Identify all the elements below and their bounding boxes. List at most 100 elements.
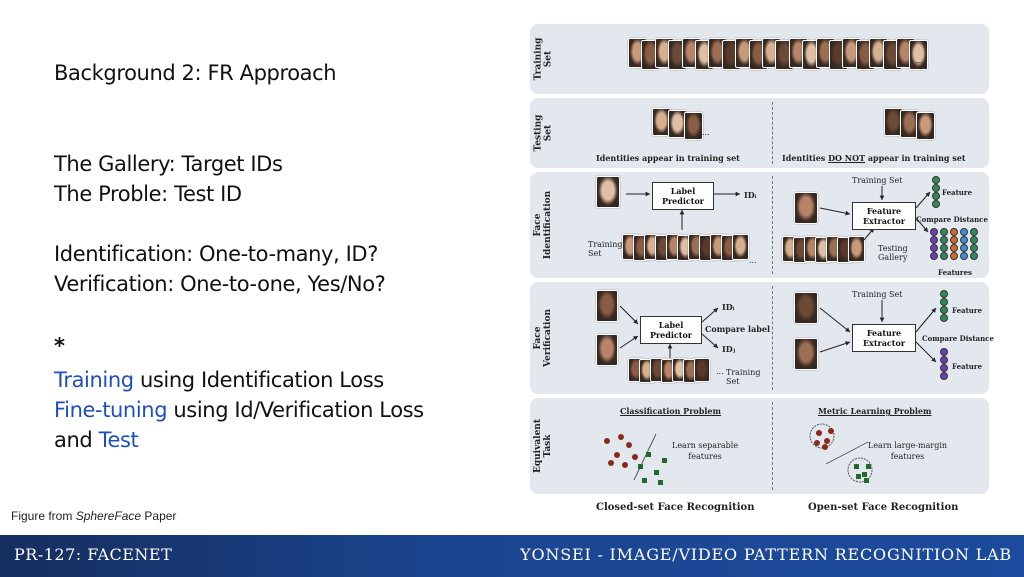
testing-divider (772, 102, 773, 164)
feature-cell (970, 252, 978, 260)
learn-large-margin-text: Learn large-margin features (868, 441, 948, 461)
class-b-point (638, 464, 643, 469)
feature-cell (940, 306, 948, 314)
feature-cell (930, 244, 938, 252)
ellipsis-id-left: ... (749, 256, 757, 265)
feature-cell (970, 236, 978, 244)
training-rest: using Identification Loss (133, 368, 384, 392)
metric-learning-title: Metric Learning Problem (818, 406, 932, 416)
flow-arrow (879, 300, 885, 322)
training-faces-strip (562, 28, 983, 90)
feature-label-id: Feature (942, 188, 973, 197)
feature-cell (940, 236, 948, 244)
feature-cell (930, 236, 938, 244)
feature-cell (940, 290, 948, 298)
testing-ellipsis-left: ... (702, 128, 710, 137)
flow-arrow (619, 335, 639, 349)
face-thumbnail (848, 236, 865, 262)
verification-divider (772, 286, 773, 390)
feature-label-ver-top: Feature (952, 306, 983, 315)
face-thumbnail (694, 358, 710, 382)
flow-arrow (915, 217, 929, 233)
feature-cell (950, 244, 958, 252)
flow-arrow (819, 307, 851, 333)
flow-arrow (915, 341, 937, 363)
row-equivalent-task: Equivalent Task Classification Problem M… (530, 398, 989, 494)
ellipsis-ver-left: ... (716, 367, 724, 376)
class-a-point (614, 452, 620, 458)
flow-arrow (626, 191, 650, 197)
finetune-line: Fine-tuning using Id/Verification Loss (54, 395, 424, 425)
face-thumbnail (794, 192, 818, 224)
face-thumbnail (909, 40, 929, 70)
compare-distance-label-ver: Compare Distance (922, 334, 994, 343)
verification-line: Verification: One-to-one, Yes/No? (54, 272, 386, 296)
feature-cell (960, 252, 968, 260)
footer-bar: PR-127: FACENET YONSEI - IMAGE/VIDEO PAT… (0, 535, 1024, 577)
testing-gallery-label: Testing Gallery (878, 244, 908, 262)
probe-line: The Proble: Test ID (54, 182, 242, 206)
equivalent-divider (772, 402, 773, 490)
row-label-testing-set: Testing Set (533, 114, 553, 152)
training-ellipsis: ... (915, 56, 923, 65)
feature-cell (940, 252, 948, 260)
feature-cell (960, 228, 968, 236)
flow-arrow (863, 227, 875, 241)
open-set-label: Open-set Face Recognition (808, 502, 959, 513)
features-label-id: Features (938, 268, 972, 277)
testing-ellipsis-right: ... (926, 128, 934, 137)
footer-lab-name: YONSEI - IMAGE/VIDEO PATTERN RECOGNITION… (520, 545, 1012, 564)
sphereface-figure: Training Set ... Testing Set ... ... Ide… (530, 22, 994, 522)
cluster-b-point (866, 464, 871, 469)
test-pre: and (54, 428, 99, 452)
closed-set-label: Closed-set Face Recognition (596, 502, 755, 513)
class-a-point (608, 460, 614, 466)
feature-cell (940, 348, 948, 356)
finetune-highlight: Fine-tuning (54, 398, 168, 422)
face-thumbnail (596, 176, 620, 208)
identification-divider (772, 176, 773, 274)
identities-in-label: Identities appear in training set (596, 153, 740, 163)
caption-pre: Figure from (11, 509, 76, 523)
compare-distance-label-id: Compare Distance (916, 215, 988, 224)
identification-line: Identification: One-to-many, ID? (54, 242, 378, 266)
star-bullet: * (54, 334, 65, 358)
caption-emphasis: SphereFace (75, 509, 142, 523)
training-set-label-ver-right: Training Set (852, 290, 903, 299)
training-set-label-id-right: Training Set (852, 176, 903, 185)
face-thumbnail (794, 292, 818, 324)
row-testing-set: Testing Set ... ... Identities appear in… (530, 98, 989, 168)
class-b-point (646, 452, 651, 457)
cluster-b-point (854, 464, 859, 469)
id-i-label-ver: IDᵢ (722, 302, 735, 312)
figure-caption: Figure from SphereFace Paper (11, 509, 176, 523)
flow-arrow (819, 341, 851, 353)
test-highlight: Test (98, 428, 139, 452)
cluster-a-point (824, 438, 830, 444)
face-thumbnail (596, 290, 618, 322)
class-a-point (622, 462, 628, 468)
compare-label-text: Compare label (705, 324, 770, 334)
class-a-point (632, 454, 638, 460)
class-a-point (604, 438, 610, 444)
class-b-point (642, 478, 647, 483)
gallery-line: The Gallery: Target IDs (54, 152, 283, 176)
feature-cell (950, 236, 958, 244)
feature-extractor-box-ver: Feature Extractor (852, 324, 916, 352)
face-thumbnail (916, 112, 935, 140)
flow-arrow (701, 333, 719, 349)
cluster-b-point (856, 474, 861, 479)
flow-arrow (879, 186, 885, 200)
feature-cell (940, 356, 948, 364)
caption-post: Paper (141, 509, 177, 523)
flow-arrow (915, 307, 937, 333)
flow-arrow (667, 344, 673, 358)
training-set-label-ver: Training Set (726, 368, 761, 386)
feature-cell (970, 228, 978, 236)
flow-arrow (714, 191, 740, 197)
feature-cell (960, 236, 968, 244)
class-b-point (658, 480, 663, 485)
face-thumbnail (596, 334, 618, 366)
row-label-training-set: Training Set (533, 37, 553, 81)
face-thumbnail (684, 112, 703, 140)
